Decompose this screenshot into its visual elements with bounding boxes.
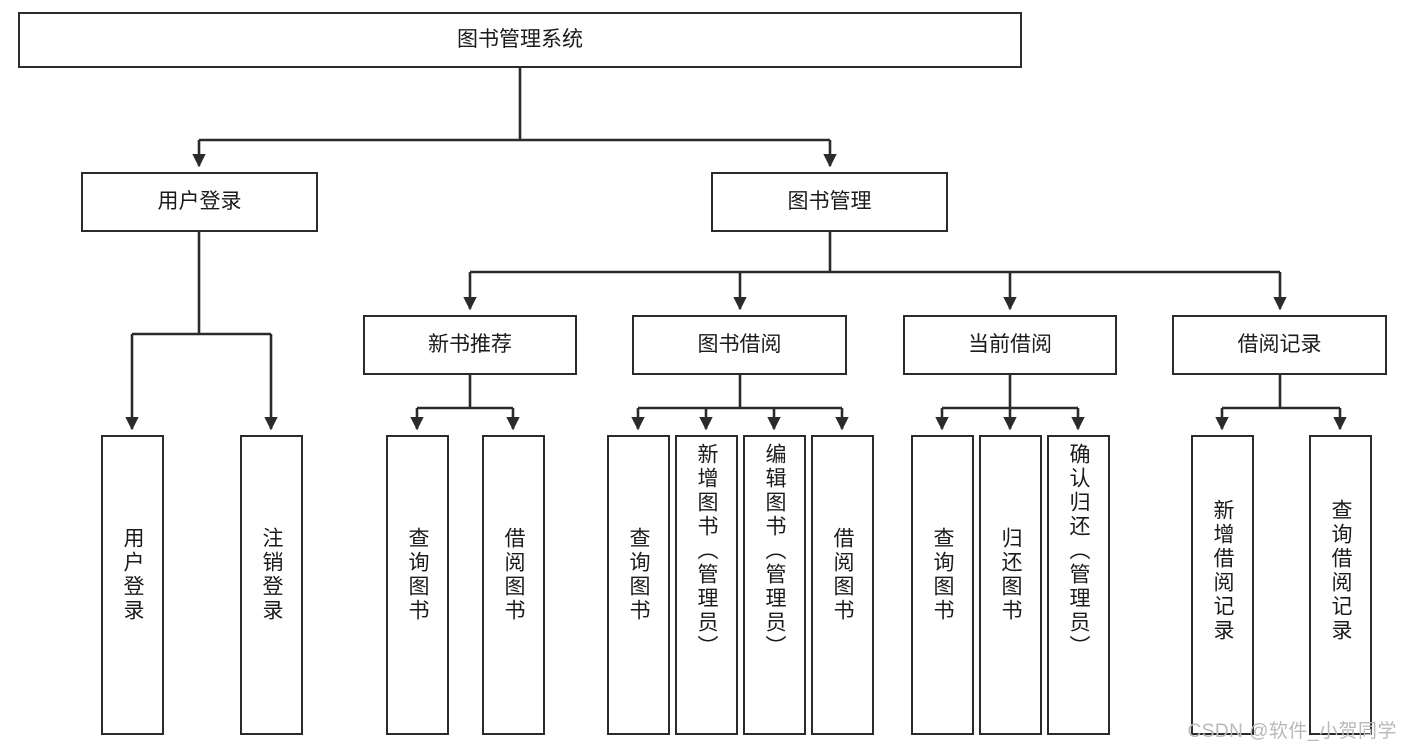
node-new-book-recommend[interactable]: 新书推荐 <box>363 315 577 375</box>
leaf-user-login-logout[interactable]: 注销登录 <box>240 435 303 735</box>
node-label: 图书借阅 <box>697 333 782 357</box>
leaf-book-borrow-borrow-book[interactable]: 借阅图书 <box>811 435 874 735</box>
node-label: 借阅记录 <box>1237 333 1322 357</box>
node-book-management[interactable]: 图书管理 <box>711 172 948 232</box>
node-label: 新书推荐 <box>428 333 512 357</box>
leaf-book-borrow-query-book[interactable]: 查询图书 <box>607 435 670 735</box>
node-label: 借阅图书 <box>831 527 854 623</box>
node-current-borrow[interactable]: 当前借阅 <box>903 315 1117 375</box>
node-label: 注销登录 <box>260 527 283 623</box>
leaf-current-borrow-query-book[interactable]: 查询图书 <box>911 435 974 735</box>
leaf-current-borrow-confirm-return-admin[interactable]: 确认归还（管理员） <box>1047 435 1110 735</box>
node-root-book-management-system[interactable]: 图书管理系统 <box>18 12 1022 68</box>
leaf-borrow-record-add-record[interactable]: 新增借阅记录 <box>1191 435 1254 735</box>
leaf-current-borrow-return-book[interactable]: 归还图书 <box>979 435 1042 735</box>
node-label: 归还图书 <box>999 527 1022 623</box>
node-label: 新增图书（管理员） <box>695 443 718 659</box>
node-label: 用户登录 <box>157 190 242 214</box>
node-borrow-record[interactable]: 借阅记录 <box>1172 315 1387 375</box>
node-label: 用户登录 <box>121 527 144 623</box>
node-book-borrow[interactable]: 图书借阅 <box>632 315 847 375</box>
node-label: 图书管理 <box>787 190 872 214</box>
node-label: 查询图书 <box>931 527 954 623</box>
node-label: 新增借阅记录 <box>1211 499 1234 643</box>
leaf-book-borrow-edit-book-admin[interactable]: 编辑图书（管理员） <box>743 435 806 735</box>
node-label: 借阅图书 <box>502 527 525 623</box>
leaf-new-book-borrow-book[interactable]: 借阅图书 <box>482 435 545 735</box>
leaf-new-book-query-book[interactable]: 查询图书 <box>386 435 449 735</box>
node-label: 图书管理系统 <box>457 28 583 52</box>
node-label: 当前借阅 <box>968 333 1052 357</box>
leaf-user-login-login[interactable]: 用户登录 <box>101 435 164 735</box>
node-label: 编辑图书（管理员） <box>763 443 786 659</box>
leaf-book-borrow-add-book-admin[interactable]: 新增图书（管理员） <box>675 435 738 735</box>
node-label: 确认归还（管理员） <box>1067 443 1090 659</box>
leaf-borrow-record-query-record[interactable]: 查询借阅记录 <box>1309 435 1372 735</box>
node-label: 查询图书 <box>406 527 429 623</box>
node-user-login[interactable]: 用户登录 <box>81 172 318 232</box>
node-label: 查询图书 <box>627 527 650 623</box>
node-label: 查询借阅记录 <box>1329 499 1352 643</box>
